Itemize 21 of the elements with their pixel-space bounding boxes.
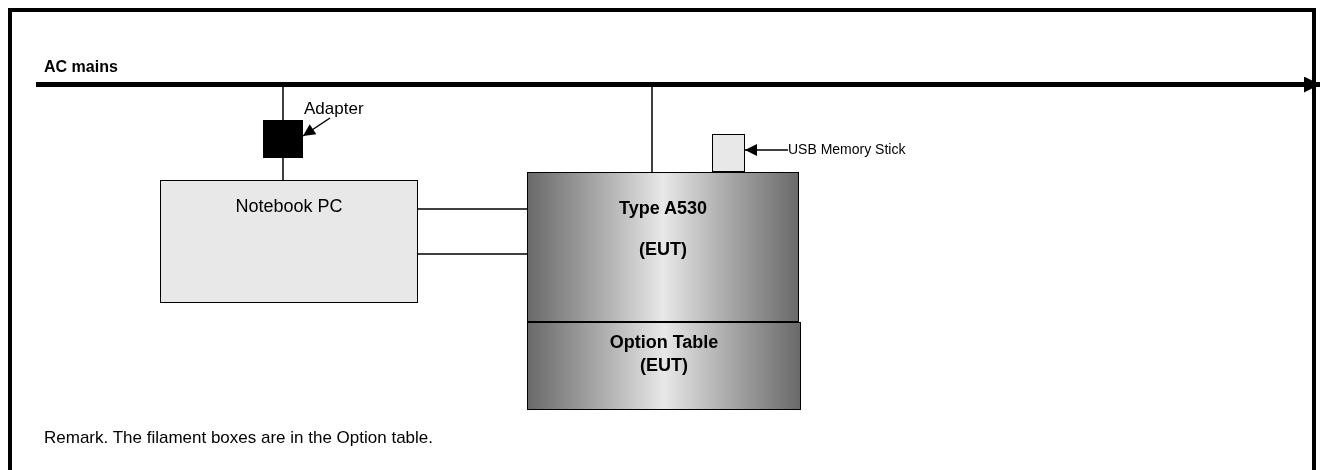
leader-arrow	[744, 144, 789, 156]
equipment-label: (EUT)	[638, 237, 688, 260]
remark-text: Remark. The filament boxes are in the Option table.	[44, 429, 433, 446]
cable-line	[651, 86, 653, 173]
cable-line	[282, 157, 284, 181]
equipment-box	[527, 172, 799, 322]
equipment-label: Type A530	[617, 197, 708, 220]
device-box	[160, 180, 418, 303]
power-line-label: AC mains	[44, 59, 118, 75]
cable-line	[282, 86, 284, 121]
cable-line	[417, 253, 528, 255]
callout-text: USB Memory Stick	[788, 141, 978, 159]
equipment-label: Option Table (EUT)	[608, 331, 720, 376]
device-label: Notebook PC	[235, 195, 343, 218]
cable-line	[417, 208, 528, 210]
arrow	[1236, 76, 1320, 93]
leader-arrow	[302, 117, 331, 137]
equipment-box	[527, 322, 801, 410]
usb-stick	[712, 134, 745, 172]
callout-text: Adapter	[304, 100, 384, 120]
adapter-block	[263, 120, 303, 158]
